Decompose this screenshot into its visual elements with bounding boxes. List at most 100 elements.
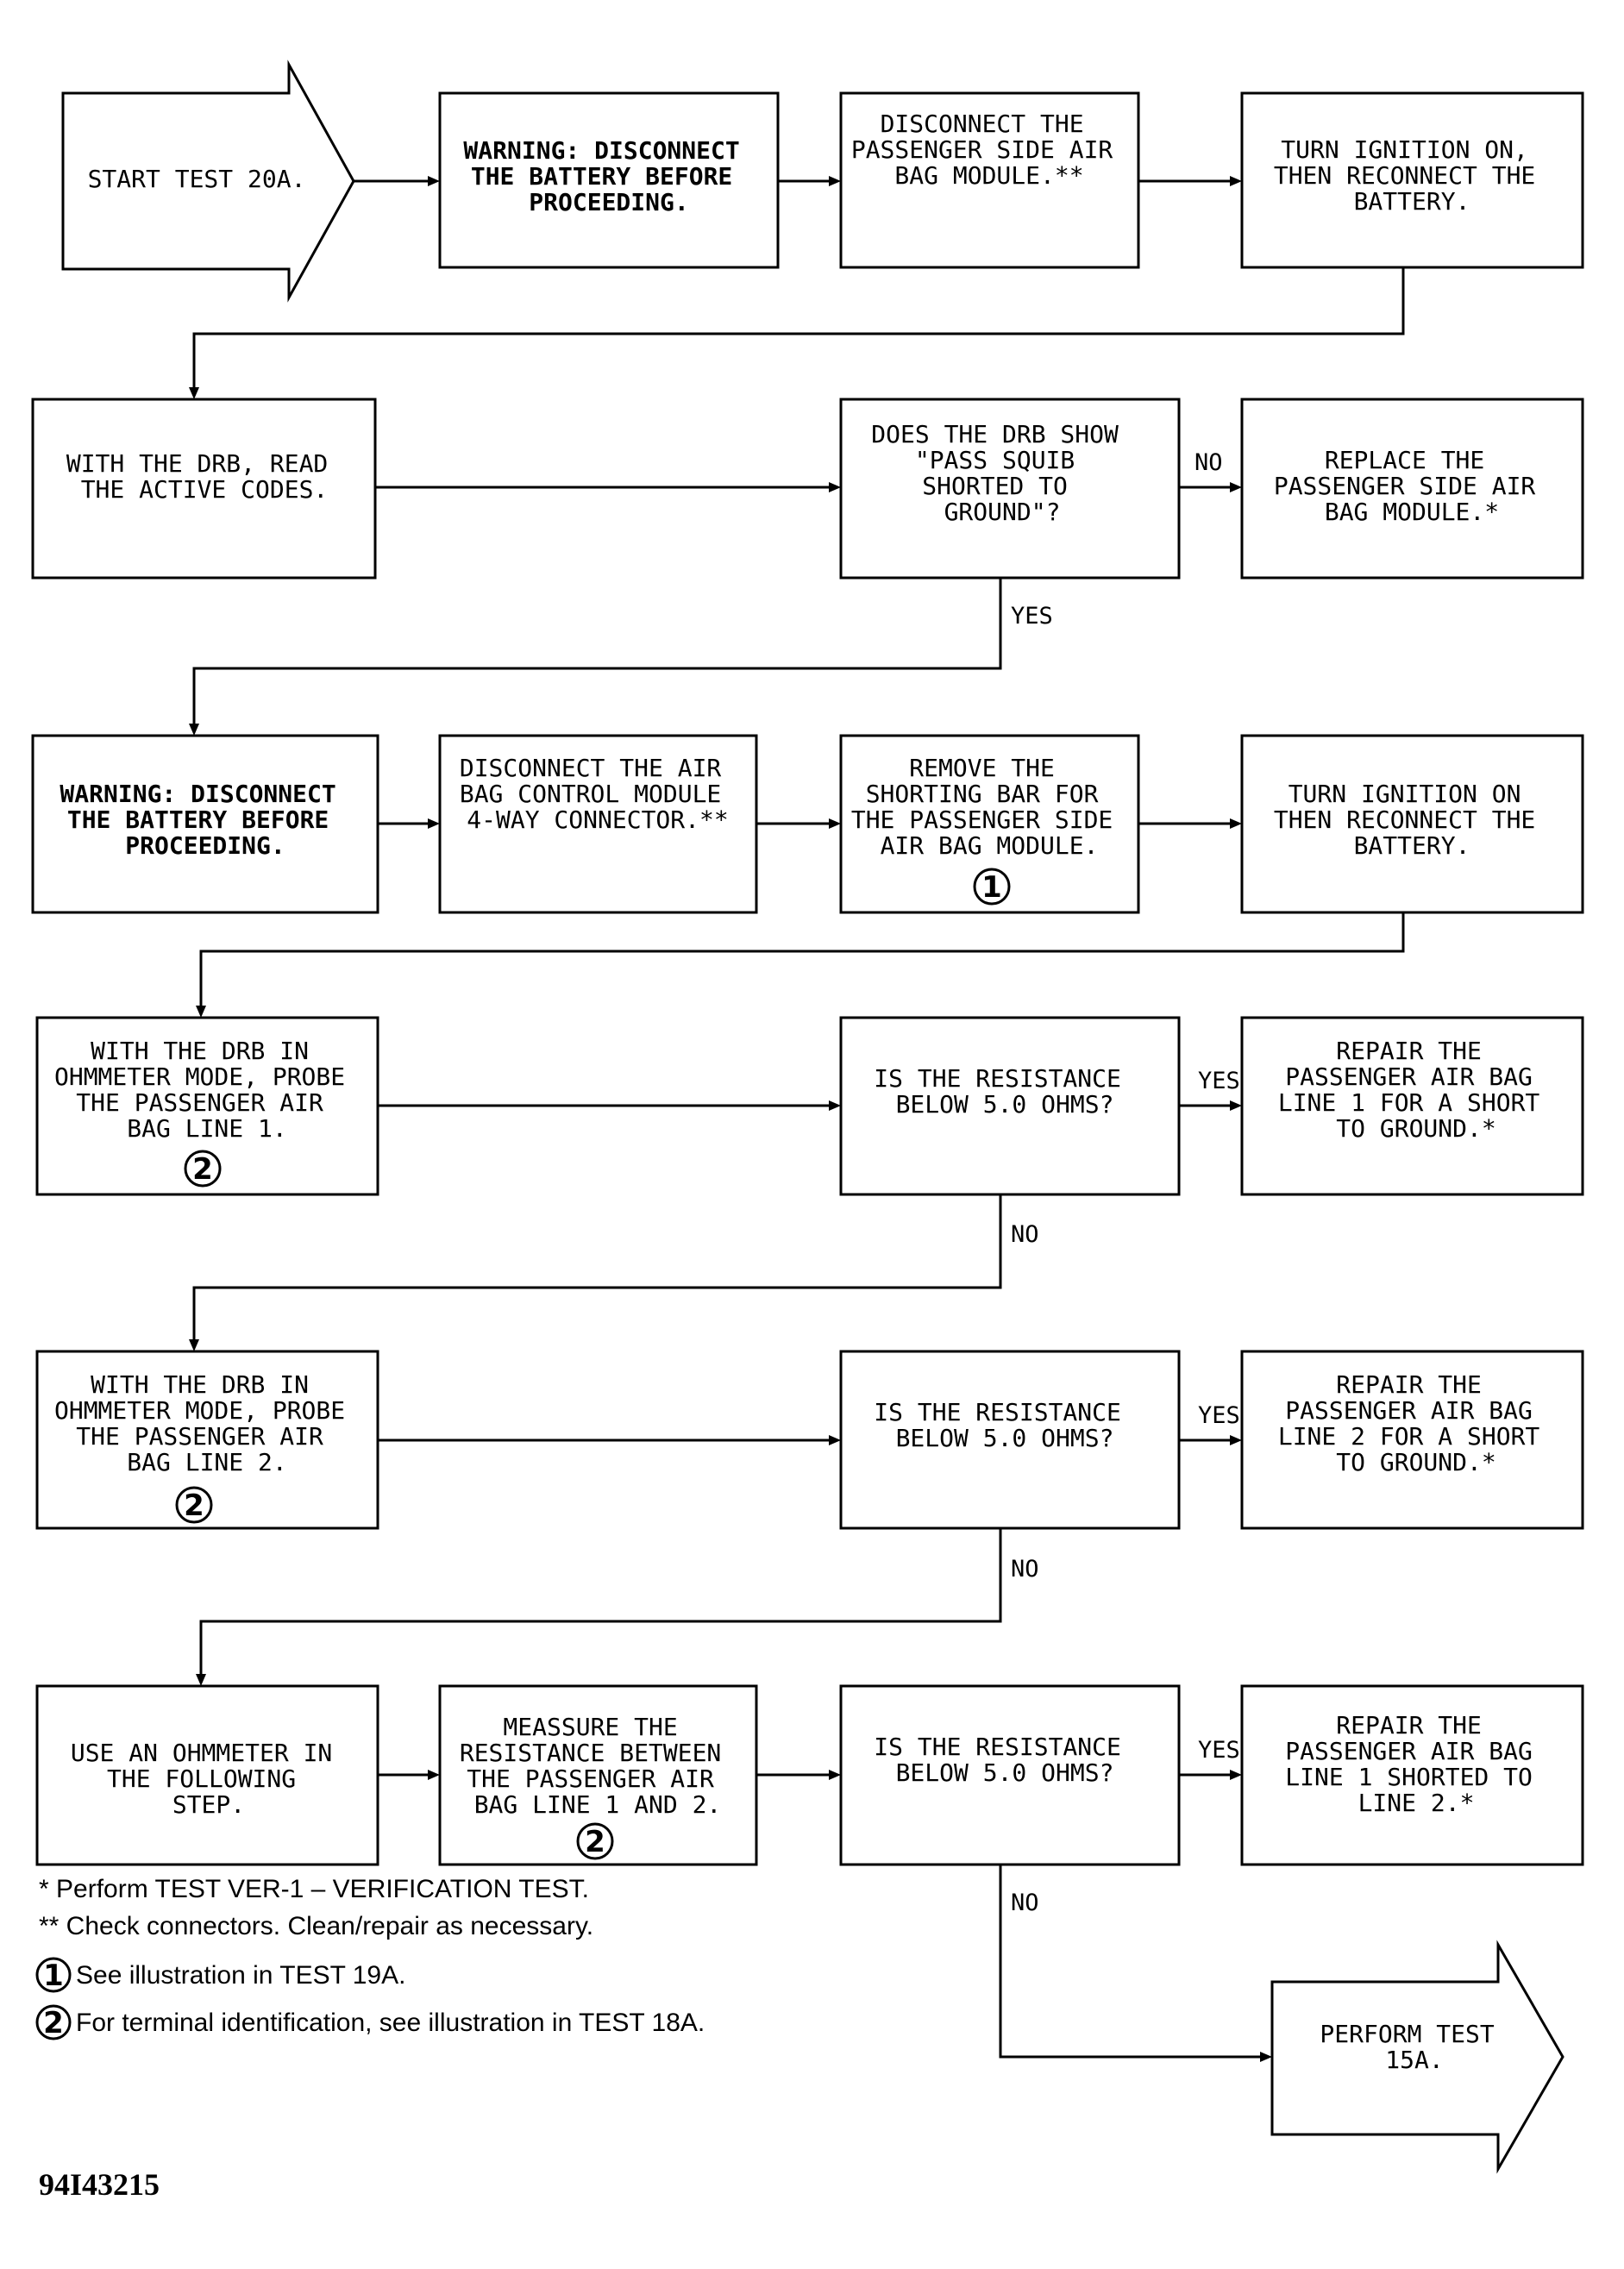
node-text-ignition-1: TURN IGNITION ON, THEN RECONNECT THE BAT…: [1274, 135, 1550, 216]
node-line: IS THE RESISTANCE: [874, 1064, 1121, 1093]
node-line: DOES THE DRB SHOW: [871, 420, 1119, 448]
node-text-start: START TEST 20A.: [88, 165, 306, 193]
squib-question-box: [839, 398, 1181, 580]
node-line: THE PASSENGER AIR: [467, 1764, 714, 1793]
node-line: THE ACTIVE CODES.: [81, 475, 329, 504]
callout-2-circle: [576, 1822, 614, 1860]
arrowhead: [1230, 818, 1242, 829]
arrowhead: [189, 1339, 199, 1351]
node-text-resistance-question-1: IS THE RESISTANCE BELOW 5.0 OHMS?: [874, 1064, 1135, 1119]
node-line: BAG LINE 1 AND 2.: [474, 1790, 722, 1819]
note-callout-2-text: For terminal identification, see illustr…: [76, 2009, 705, 2037]
node-text-ignition-2: TURN IGNITION ON THEN RECONNECT THE BATT…: [1274, 780, 1550, 860]
node-text-disconnect-acm: DISCONNECT THE AIR BAG CONTROL MODULE 4-…: [460, 754, 736, 834]
arrowhead: [1260, 2052, 1272, 2062]
node-text-resistance-question-2: IS THE RESISTANCE BELOW 5.0 OHMS?: [874, 1398, 1135, 1452]
node-text-probe-1: WITH THE DRB IN OHMMETER MODE, PROBE THE…: [54, 1037, 360, 1143]
arrowhead: [1230, 176, 1242, 186]
node-line: PASSENGER SIDE AIR: [851, 135, 1113, 164]
repair-line-2-box: [1240, 1350, 1584, 1530]
connector: [192, 578, 1002, 727]
node-line: BAG LINE 1.: [127, 1114, 286, 1143]
node-line: WITH THE DRB IN: [91, 1037, 309, 1065]
node-line: REMOVE THE: [909, 754, 1055, 782]
node-text-repair-3: REPAIR THE PASSENGER AIR BAG LINE 1 SHOR…: [1285, 1711, 1546, 1817]
node-line: TO GROUND.*: [1336, 1114, 1495, 1143]
replace-module-box: [1240, 398, 1584, 580]
node-line: BAG MODULE.*: [1325, 498, 1499, 526]
perform-test-arrow-shape: [1270, 1940, 1564, 2174]
node-line: IS THE RESISTANCE: [874, 1733, 1121, 1761]
note-callout-2-circle: [35, 2004, 72, 2040]
node-line: AIR BAG MODULE.: [881, 831, 1099, 860]
arrowhead: [829, 1435, 841, 1445]
node-line: PASSENGER SIDE AIR: [1274, 472, 1536, 500]
node-line: 4-WAY CONNECTOR.**: [467, 805, 728, 834]
node-line: THE PASSENGER AIR: [76, 1088, 323, 1117]
edge-label-yes: YES: [1198, 1068, 1240, 1094]
edge-label-no: NO: [1011, 1890, 1039, 1916]
repair-line-1-to-2-box: [1240, 1684, 1584, 1866]
node-line: THE PASSENGER SIDE: [851, 805, 1113, 834]
node-line: BELOW 5.0 OHMS?: [896, 1090, 1114, 1119]
read-active-codes-box: [31, 398, 377, 580]
node-line: LINE 1 SHORTED TO: [1285, 1763, 1533, 1791]
callout-2-circle: [184, 1150, 222, 1188]
callout-1-circle: [973, 868, 1011, 906]
edge-label-yes: YES: [1198, 1402, 1240, 1429]
arrowhead: [1230, 1435, 1242, 1445]
node-text-read-codes: WITH THE DRB, READ THE ACTIVE CODES.: [66, 449, 342, 504]
use-ohmmeter-box: [35, 1684, 379, 1866]
node-line: PASSENGER AIR BAG: [1285, 1062, 1533, 1091]
node-text-disconnect-passenger: DISCONNECT THE PASSENGER SIDE AIR BAG MO…: [851, 110, 1127, 190]
warning-box-2: [31, 734, 379, 914]
node-line: THE FOLLOWING: [107, 1764, 296, 1793]
node-line: WITH THE DRB, READ: [66, 449, 328, 478]
node-line: MEASSURE THE: [503, 1713, 677, 1741]
connector: [199, 1528, 1002, 1677]
arrowhead: [196, 1674, 206, 1686]
node-line: WARNING: DISCONNECT: [463, 136, 739, 165]
node-line: LINE 2.*: [1358, 1789, 1475, 1817]
node-line: THEN RECONNECT THE: [1274, 805, 1535, 834]
node-line: REPLACE THE: [1325, 446, 1484, 474]
node-line: REPAIR THE: [1336, 1370, 1482, 1399]
node-line: BELOW 5.0 OHMS?: [896, 1424, 1114, 1452]
node-text-measure: MEASSURE THE RESISTANCE BETWEEN THE PASS…: [460, 1713, 736, 1819]
edge-label-no: NO: [1194, 449, 1223, 476]
node-line: WARNING: DISCONNECT: [60, 780, 335, 808]
arrowhead: [428, 176, 440, 186]
node-text-use-ohmmeter: USE AN OHMMETER IN THE FOLLOWING STEP.: [71, 1739, 347, 1819]
node-line: OHMMETER MODE, PROBE: [54, 1062, 345, 1091]
node-line: BATTERY.: [1354, 831, 1470, 860]
node-line: BAG MODULE.**: [894, 161, 1083, 190]
node-line: STEP.: [172, 1790, 245, 1819]
repair-line-1-box: [1240, 1016, 1584, 1196]
callout-2-number: 2: [184, 1489, 204, 1523]
turn-ignition-on-box-2: [1240, 734, 1584, 914]
note-callout-1-text: See illustration in TEST 19A.: [76, 1961, 405, 1990]
disconnect-passenger-module-box: [839, 91, 1140, 269]
node-line: IS THE RESISTANCE: [874, 1398, 1121, 1426]
note-callout-1-number: 1: [43, 1959, 64, 1993]
callout-1-number: 1: [981, 870, 1002, 905]
node-line: TURN IGNITION ON,: [1281, 135, 1528, 164]
node-text-replace: REPLACE THE PASSENGER SIDE AIR BAG MODUL…: [1274, 446, 1550, 526]
arrowhead: [428, 1770, 440, 1780]
node-line: PERFORM TEST: [1320, 2020, 1494, 2048]
turn-ignition-on-box-1: [1240, 91, 1584, 269]
connector: [999, 1865, 1263, 2059]
arrowhead: [189, 724, 199, 736]
node-line: BAG CONTROL MODULE: [460, 780, 721, 808]
node-line: DISCONNECT THE: [881, 110, 1084, 138]
edge-label-no: NO: [1011, 1221, 1039, 1248]
callout-2-number: 2: [192, 1152, 213, 1187]
connector: [199, 912, 1405, 1009]
arrowhead: [829, 482, 841, 492]
node-line: BATTERY.: [1354, 187, 1470, 216]
node-line: PASSENGER AIR BAG: [1285, 1396, 1533, 1425]
node-line: GROUND"?: [944, 498, 1061, 526]
node-line: SHORTING BAR FOR: [866, 780, 1099, 808]
arrowhead: [1230, 1100, 1242, 1111]
edge-label-no: NO: [1011, 1556, 1039, 1583]
